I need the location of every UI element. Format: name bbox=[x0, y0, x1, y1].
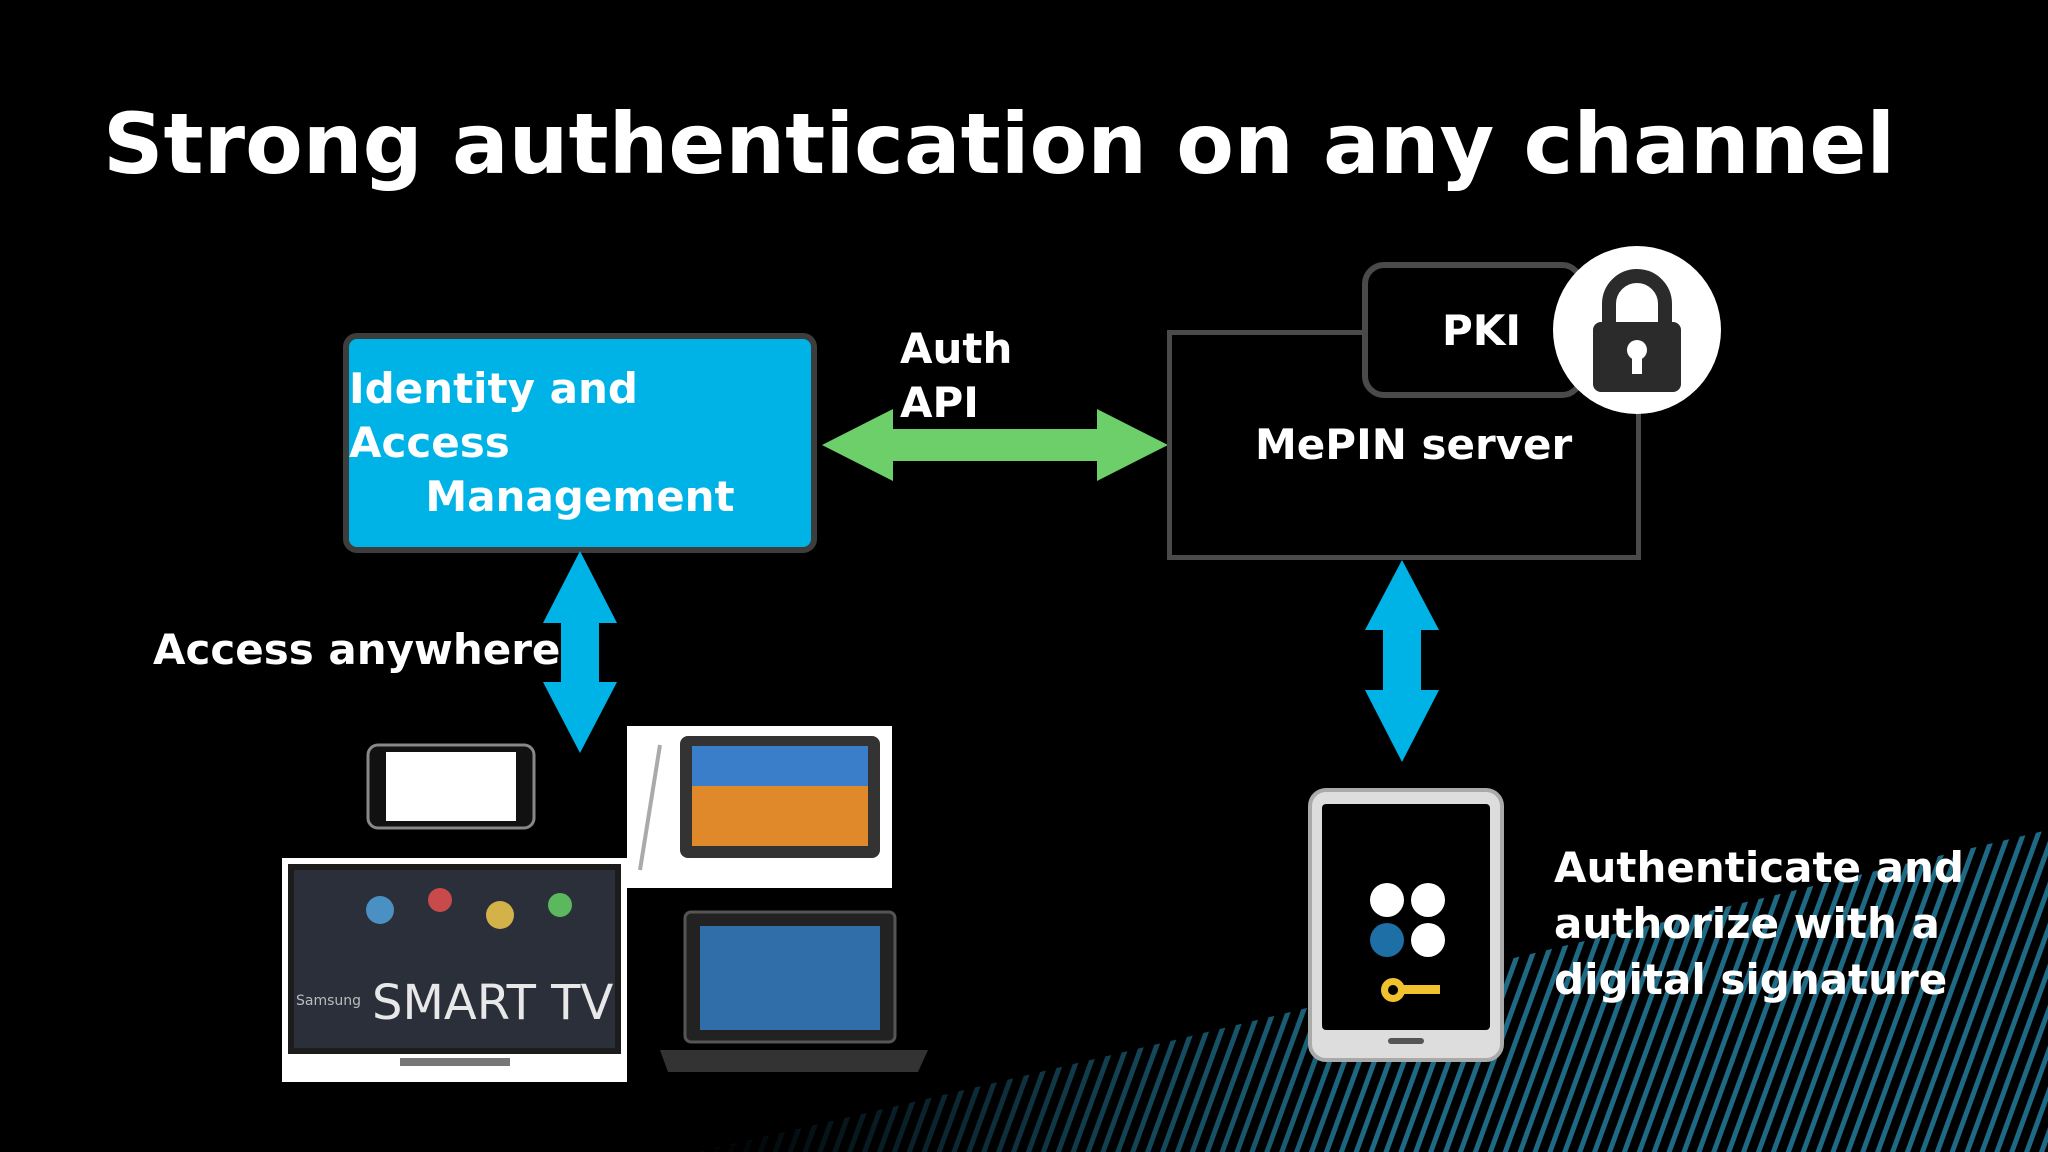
authenticate-description: Authenticate and authorize with a digita… bbox=[1554, 840, 1964, 1008]
lock-badge bbox=[1553, 246, 1721, 414]
tablet-icon bbox=[627, 726, 892, 888]
authenticate-line3: digital signature bbox=[1554, 955, 1948, 1004]
authenticate-line2: authorize with a bbox=[1554, 899, 1940, 948]
auth-api-line1: Auth bbox=[900, 324, 1013, 373]
smart-tv-text: SMART TV bbox=[372, 975, 614, 1031]
authenticate-line1: Authenticate and bbox=[1554, 843, 1964, 892]
identity-access-management-box: Identity and Access Management bbox=[343, 333, 817, 553]
slide-title: Strong authentication on any channel bbox=[103, 95, 1896, 193]
auth-api-line2: API bbox=[900, 378, 979, 427]
smartphone-icon bbox=[366, 743, 536, 830]
lock-icon bbox=[1593, 269, 1681, 392]
tv-brand-text: Samsung bbox=[296, 993, 362, 1009]
pki-box: PKI bbox=[1362, 262, 1584, 398]
laptop-icon bbox=[660, 910, 928, 1072]
pki-label: PKI bbox=[1442, 305, 1521, 355]
iam-label-line1: Identity and Access bbox=[349, 364, 638, 467]
mepin-server-label: MePIN server bbox=[1255, 420, 1573, 469]
auth-api-label: Auth API bbox=[900, 322, 1012, 430]
smart-tv-icon bbox=[282, 858, 627, 1082]
mepin-tablet-icon bbox=[1308, 788, 1504, 1062]
key-icon bbox=[1381, 978, 1440, 1002]
iam-label-line2: Management bbox=[425, 472, 735, 521]
access-anywhere-label: Access anywhere bbox=[153, 625, 561, 674]
